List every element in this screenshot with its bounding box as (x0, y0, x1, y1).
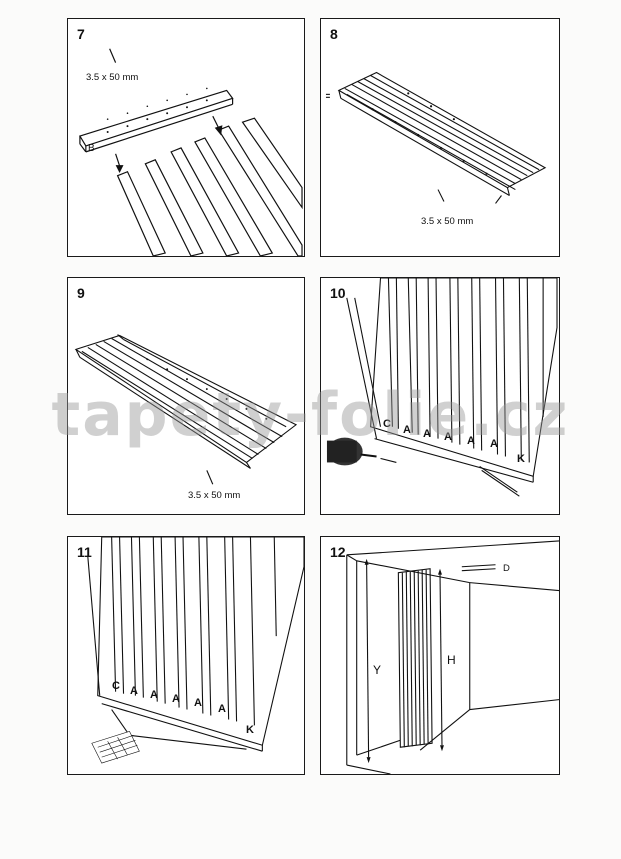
part-label-a: A (130, 685, 138, 697)
part-label-a: A (403, 424, 411, 436)
part-label-k: K (246, 724, 254, 736)
step-number: 7 (77, 26, 85, 42)
step-9-illustration (74, 334, 298, 485)
step-8-panel: 8 3.5 x 50 mm (320, 18, 560, 257)
step-12-panel: 12 Y H D (320, 536, 560, 775)
part-label-a: A (467, 435, 475, 447)
step-number: 8 (330, 26, 338, 42)
step-number: 9 (77, 285, 85, 301)
screw-size-note: 3.5 x 50 mm (86, 72, 139, 83)
step-9-panel: 9 3.5 x 50 mm (67, 277, 305, 515)
part-label-a: A (218, 703, 226, 715)
step-number: 11 (77, 544, 92, 560)
step-7-panel: 7 3.5 x 50 mm B (67, 18, 305, 257)
dimension-label-y: Y (373, 663, 382, 677)
part-label-k: K (517, 453, 525, 465)
part-label-a: A (423, 428, 431, 440)
part-label-a: A (444, 431, 452, 443)
part-label-a: A (490, 438, 498, 450)
step-8-illustration (325, 71, 547, 204)
step-number: 10 (330, 285, 346, 301)
part-label-a: A (172, 693, 180, 705)
part-label-a: A (150, 689, 158, 701)
dimension-label-h: H (447, 653, 456, 667)
part-label-d: D (503, 563, 510, 574)
step-7-illustration (78, 48, 303, 256)
step-11-panel: 11 C A A A A A K (67, 536, 305, 775)
part-label-a: A (194, 697, 202, 709)
step-10-panel: 10 C A A A A A K (320, 277, 560, 515)
part-label-b: B (88, 143, 95, 154)
step-12-illustration (346, 540, 559, 774)
screw-size-note: 3.5 x 50 mm (188, 490, 241, 501)
step-number: 12 (330, 544, 346, 560)
step-10-illustration (326, 278, 558, 497)
part-label-c: C (383, 418, 391, 430)
screw-size-note: 3.5 x 50 mm (421, 216, 474, 227)
step-11-illustration (87, 537, 304, 764)
part-label-c: C (112, 680, 120, 692)
